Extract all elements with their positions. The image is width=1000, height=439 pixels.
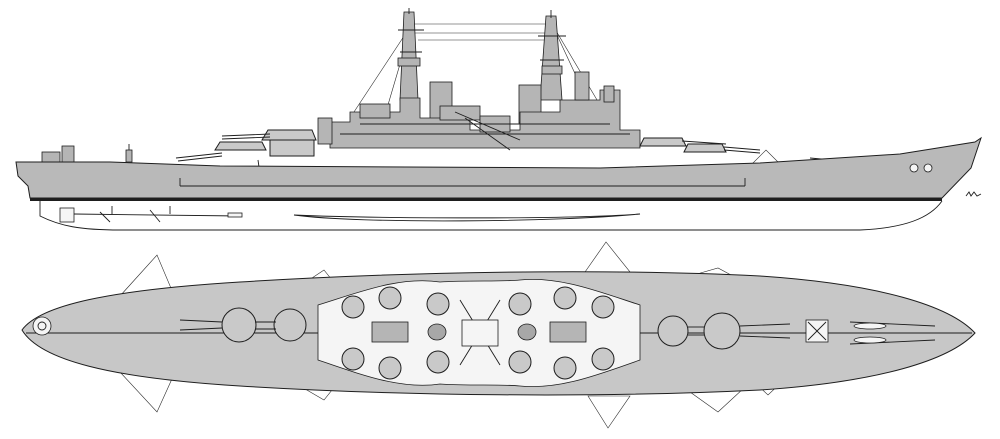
profile-view <box>15 8 982 231</box>
superstructure <box>317 71 641 149</box>
bilge-keel <box>293 213 641 222</box>
plan-view <box>21 241 976 429</box>
forward-turrets-plan <box>657 312 791 350</box>
artist-signature <box>965 191 982 197</box>
boot-top-stripe <box>30 198 942 201</box>
foremast <box>397 8 424 101</box>
boat-deck <box>371 299 587 366</box>
mainmast <box>538 10 566 101</box>
after-turrets-plan <box>179 307 307 343</box>
secondary-turrets <box>341 286 615 380</box>
forward-turrets <box>175 129 317 162</box>
funnels-plan <box>427 323 537 341</box>
forecastle-fittings <box>805 319 936 345</box>
hull-profile <box>15 136 982 199</box>
propellers-and-rudder <box>59 206 243 223</box>
aft-turrets <box>639 137 761 154</box>
underwater-hull <box>39 200 943 231</box>
